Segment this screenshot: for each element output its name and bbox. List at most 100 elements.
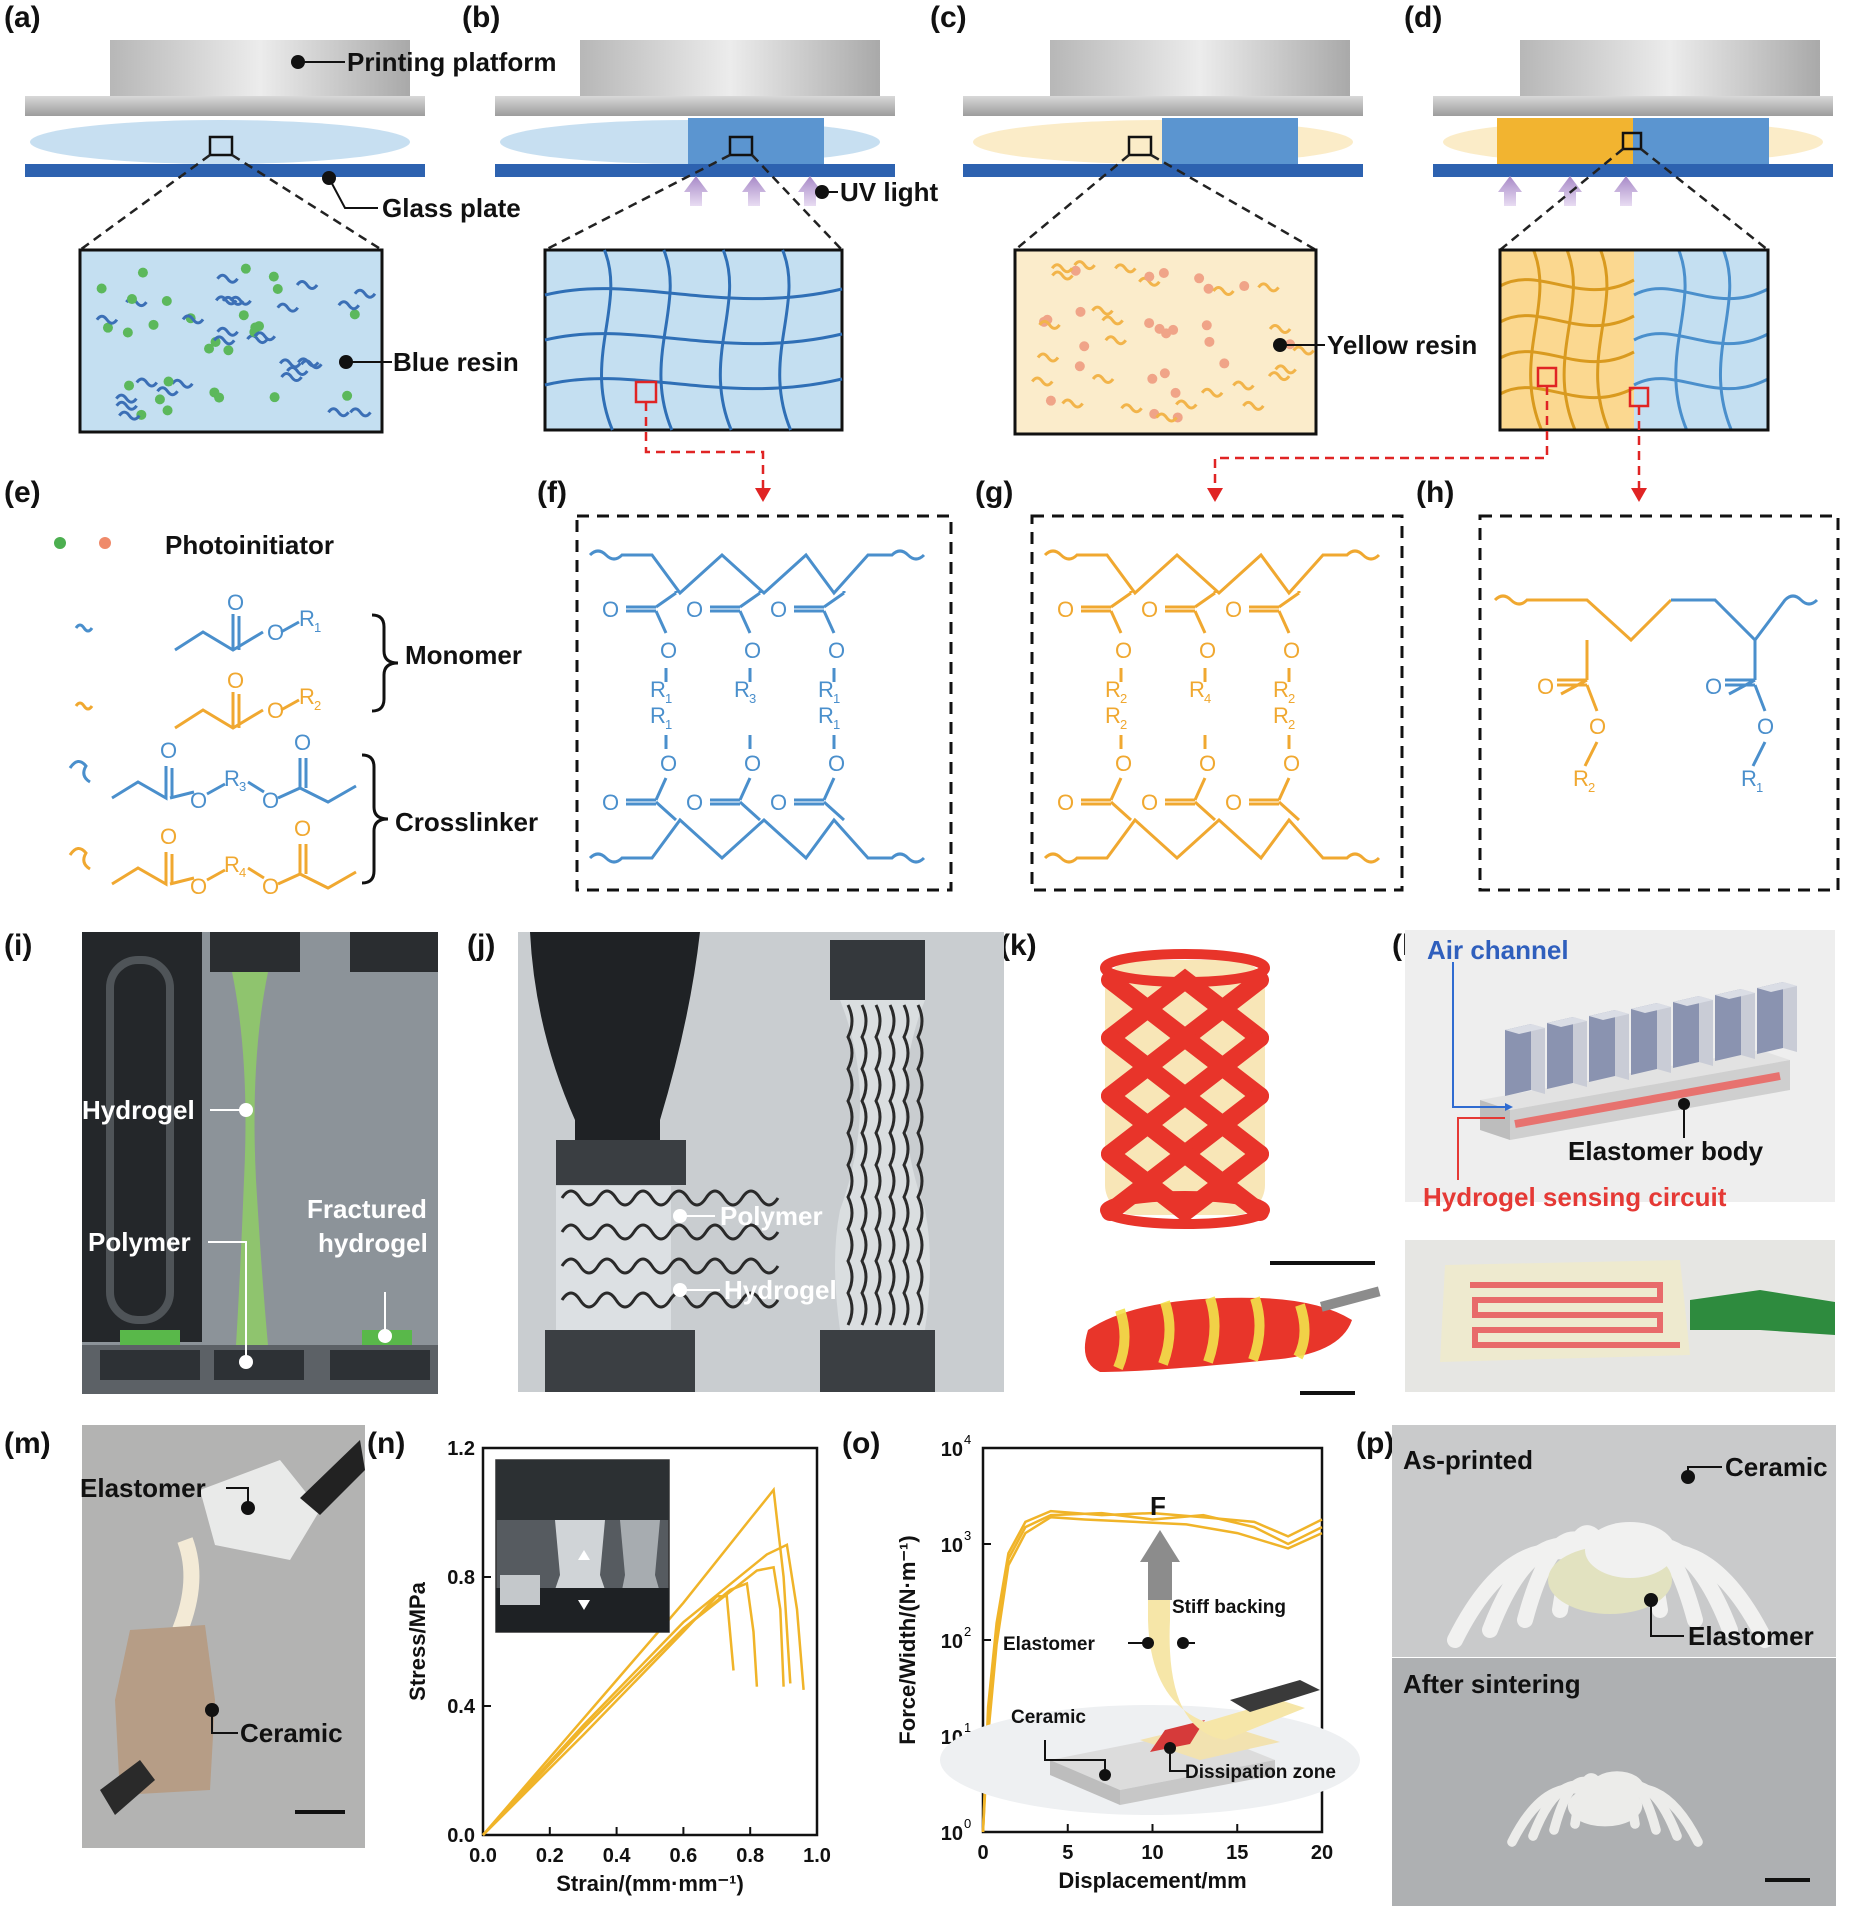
side-chain <box>823 591 846 609</box>
uv-arrow <box>1498 176 1522 206</box>
ester-bond <box>169 782 226 800</box>
zoom-box <box>728 135 754 157</box>
zoom-lines <box>1014 153 1317 252</box>
monomer-squiggle <box>253 331 277 342</box>
panel-p: As-printed Ceramic Elastomer After sinte… <box>1392 1425 1836 1906</box>
stretched-wire <box>888 1004 896 1326</box>
after-sintering-label: After sintering <box>1403 1669 1581 1699</box>
monomer-squiggle <box>1031 376 1054 387</box>
crosslinked-network-zoom <box>543 248 844 432</box>
panel-label-h: (h) <box>1416 476 1454 509</box>
photoinitiator-dot <box>148 319 159 330</box>
photoinitiator-dot <box>238 310 249 321</box>
panel-d <box>1433 40 1833 432</box>
x-tick-label: 10 <box>1141 1842 1163 1864</box>
photoinitiator-dot <box>214 392 225 403</box>
oxygen-atom: O <box>1589 714 1606 739</box>
fin-side <box>1657 1003 1671 1073</box>
monomer-squiggle <box>1104 335 1127 346</box>
r-group: R <box>1105 677 1121 702</box>
fin-front <box>1589 1010 1615 1082</box>
y-tick-label: 10 <box>941 1439 963 1461</box>
blue-monomer-glyph <box>74 623 94 633</box>
monomer-squiggle <box>1061 398 1084 409</box>
fin-front <box>1631 1003 1657 1075</box>
fin-front <box>1757 982 1783 1054</box>
printing-platform-label: Printing platform <box>347 47 556 77</box>
stent-rim <box>1100 949 1270 987</box>
x-tick-label: 0.0 <box>469 1845 497 1867</box>
ester-bond <box>1583 741 1599 767</box>
stent-rim <box>1100 1191 1270 1229</box>
force-displacement-curve <box>981 1515 1323 1833</box>
monomer-squiggle <box>181 314 205 325</box>
oxygen-atom: O <box>262 788 279 813</box>
stretched-wire <box>902 1004 910 1326</box>
crosslinker-brace <box>361 753 389 885</box>
stent-strut <box>1101 1142 1269 1224</box>
y-tick-label: 10 <box>941 1631 963 1653</box>
photoinitiator-dot <box>1194 273 1205 284</box>
serpentine-trace <box>560 1257 780 1275</box>
oxygen-atom: O <box>190 788 207 813</box>
oxygen-atom: O <box>828 638 845 663</box>
air-channel-fins <box>1505 982 1797 1096</box>
oxygen-atom: O <box>1199 751 1216 776</box>
zoom-lines <box>1499 148 1769 251</box>
photoinitiator-dot <box>154 394 165 405</box>
crosslinker-bond <box>111 766 174 801</box>
uv-arrow <box>1614 176 1638 206</box>
r-subscript: 3 <box>239 779 246 794</box>
blue-crosslinker-glyph <box>68 760 91 784</box>
polymer-serpentine <box>560 1189 780 1309</box>
network-strand <box>544 332 843 346</box>
oxygen-atom: O <box>1757 714 1774 739</box>
fin-top <box>1589 1010 1629 1020</box>
oxygen-atom: O <box>770 790 787 815</box>
photoinitiator-dot <box>1144 271 1155 282</box>
x-tick-label: 1.0 <box>803 1845 831 1867</box>
panel-g-frame <box>1030 514 1404 892</box>
oxygen-atom: O <box>602 597 619 622</box>
panel-k <box>1084 949 1381 1395</box>
side-chain <box>1725 640 1757 696</box>
oxygen-atom: O <box>1141 597 1158 622</box>
stiff-backing-label: Stiff backing <box>1172 1597 1286 1618</box>
uv-arrow <box>684 176 708 206</box>
monomer-squiggle <box>221 295 245 306</box>
resin-molecules <box>1031 260 1315 423</box>
zoom-box <box>1127 135 1153 157</box>
x-tick-label: 0.6 <box>669 1845 697 1867</box>
platform-plate <box>25 96 425 116</box>
stent-lattice <box>1100 949 1270 1229</box>
stress-strain-curve <box>482 1542 805 1836</box>
panel-label-j: (j) <box>467 929 495 962</box>
carbonyl-bond <box>710 605 740 613</box>
photoinitiator-dot <box>122 327 133 338</box>
zoom-box <box>1621 131 1643 151</box>
network-strand <box>544 377 843 391</box>
polymer-backbone <box>1043 549 1381 596</box>
hydrogel-label: Hydrogel <box>724 1275 837 1305</box>
carbonyl-bond <box>626 777 678 822</box>
oxygen-atom: O <box>294 730 311 755</box>
serpentine-trace <box>560 1291 780 1309</box>
photoinitiator-dot <box>240 263 251 274</box>
r-subscript: 1 <box>314 620 321 635</box>
stretched-wire <box>916 1004 924 1326</box>
monomer-squiggle <box>115 400 138 411</box>
oxygen-atom: O <box>1057 790 1074 815</box>
rolled-stent <box>1084 1286 1381 1372</box>
stress-strain-curve <box>482 1595 735 1836</box>
photoinitiator-dot <box>161 295 172 306</box>
monomer-squiggle <box>337 300 361 311</box>
network-strand <box>1633 287 1769 301</box>
acrylate-bond <box>174 708 264 730</box>
r-group: R <box>299 684 315 709</box>
platform-plate <box>1433 96 1833 116</box>
oxygen-atom: O <box>744 638 761 663</box>
polymer-label: Polymer <box>88 1227 191 1257</box>
y-tick-exponent: 3 <box>964 1528 971 1543</box>
monomer-squiggle <box>1292 345 1315 356</box>
